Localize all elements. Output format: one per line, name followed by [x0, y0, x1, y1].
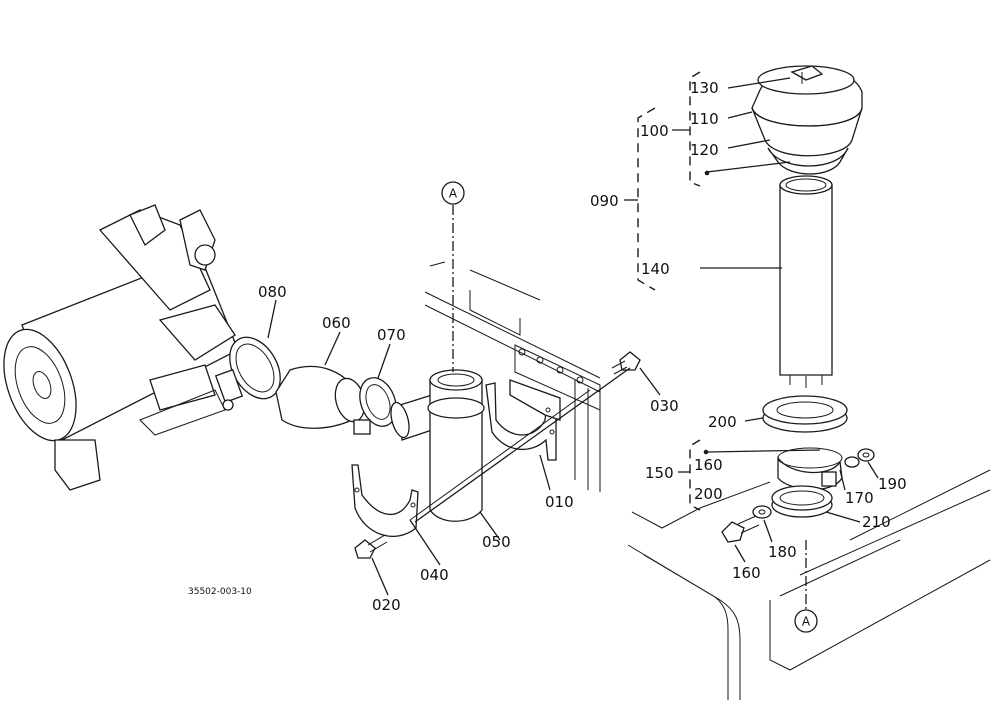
bolt-020 [354, 534, 388, 559]
group-brackets [624, 71, 710, 511]
band-040 [351, 464, 419, 537]
air-cleaner-housing [3, 204, 239, 491]
clamp-080 [214, 336, 281, 411]
callout-150: 150 [645, 464, 674, 482]
hose-060 [275, 365, 366, 429]
svg-text:A: A [802, 615, 811, 629]
callout-210: 210 [862, 513, 891, 531]
callout-130: 130 [690, 79, 719, 97]
callout-140: 140 [641, 260, 670, 278]
callout-labels: 080 060 070 050 010 040 020 030 130 110 … [258, 79, 907, 614]
svg-text:A: A [449, 187, 458, 201]
ring-210 [771, 485, 833, 518]
seal-200 [762, 395, 848, 433]
band-010 [485, 379, 561, 461]
clamp-150 [777, 447, 843, 491]
pipe-050 [390, 369, 485, 522]
callout-010: 010 [545, 493, 574, 511]
hardware-small [721, 448, 875, 543]
callout-110: 110 [690, 110, 719, 128]
callout-060: 060 [322, 314, 351, 332]
callout-200-seal: 200 [708, 413, 737, 431]
tube-140 [779, 175, 833, 388]
callout-190: 190 [878, 475, 907, 493]
callout-160-bolt: 160 [732, 564, 761, 582]
callout-200-group: 200 [694, 485, 723, 503]
view-ref-a-top: A [441, 181, 465, 205]
callout-070: 070 [377, 326, 406, 344]
bolt-030 [611, 351, 641, 375]
machine-frame [424, 261, 601, 492]
callout-020: 020 [372, 596, 401, 614]
clamp-070 [353, 377, 397, 435]
leader-lines [267, 77, 879, 610]
callout-100: 100 [640, 122, 669, 140]
callout-050: 050 [482, 533, 511, 551]
callout-170: 170 [845, 489, 874, 507]
callout-080: 080 [258, 283, 287, 301]
callout-040: 040 [420, 566, 449, 584]
callout-030: 030 [650, 397, 679, 415]
view-ref-a-bottom: A [794, 609, 818, 633]
drawing-code: 35502-003-10 [188, 587, 252, 597]
callout-180: 180 [768, 543, 797, 561]
callout-120: 120 [690, 141, 719, 159]
hood-panel [627, 469, 991, 700]
callout-160-group: 160 [694, 456, 723, 474]
pre-cleaner-100 [751, 65, 863, 175]
callout-090: 090 [590, 192, 619, 210]
